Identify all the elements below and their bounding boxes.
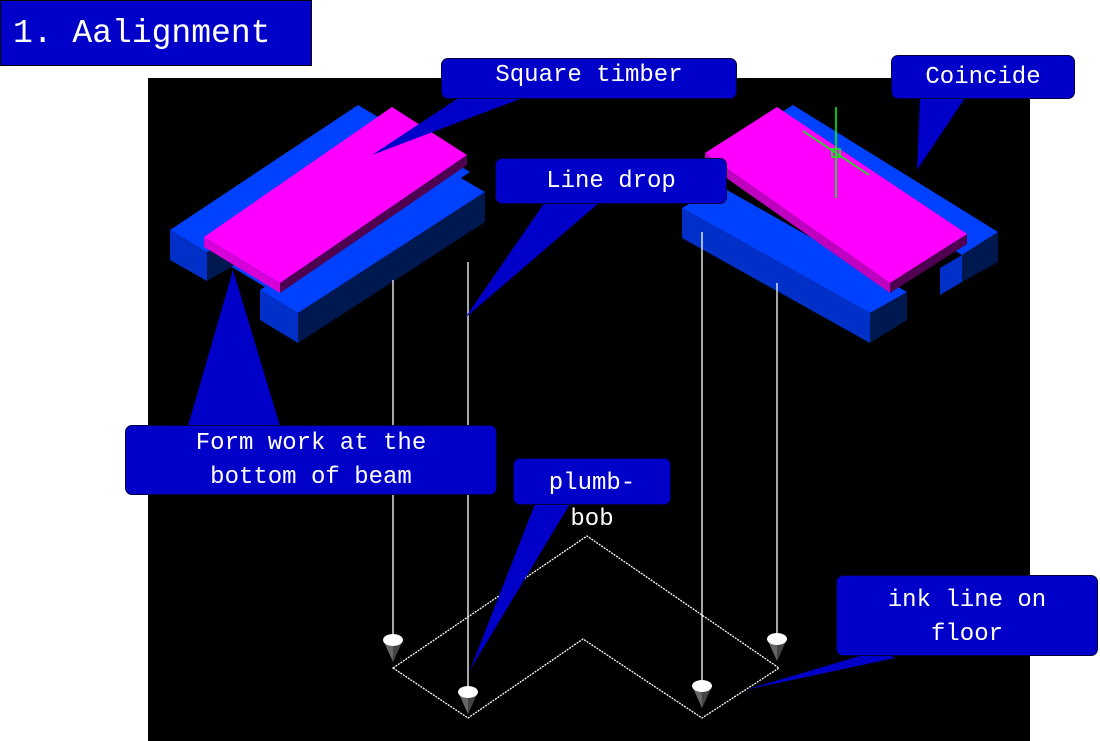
ink-line-outline — [391, 535, 781, 719]
right-beam-assembly — [682, 105, 998, 343]
left-front-beam — [260, 170, 485, 343]
callout-coincide: Coincide — [891, 55, 1075, 99]
plumb-bob-pointer — [470, 504, 570, 670]
plumb-bobs — [383, 633, 787, 714]
left-beam-assembly — [170, 105, 485, 343]
callout-ink-line: ink line on floor — [836, 575, 1098, 656]
coincide-pointer — [917, 98, 965, 170]
square-timber-pointer — [372, 97, 525, 155]
left-square-timber — [204, 107, 467, 293]
callout-text: Form work at the — [195, 430, 427, 457]
right-front-beam — [682, 186, 907, 343]
callout-plumb-bob: plumb- — [513, 458, 671, 505]
callout-text: bottom of beam — [210, 464, 412, 491]
plumb-bob-label-second-line: bob — [570, 506, 614, 533]
callout-formwork: Form work at the bottom of beam — [125, 425, 497, 495]
plumb-bob-icon — [383, 634, 403, 662]
formwork-pointer — [188, 270, 280, 426]
plumb-bob-icon — [458, 686, 478, 714]
callout-text: Coincide — [925, 64, 1041, 91]
callout-line-drop: Line drop — [495, 158, 727, 204]
plumb-bob-icon — [692, 680, 712, 708]
callout-text: Line drop — [546, 168, 676, 195]
plumb-bob-icon — [767, 633, 787, 661]
page-title: 1. Aalignment — [0, 0, 312, 66]
ink-line-pointer — [745, 650, 895, 690]
crosshair-marker — [802, 107, 870, 198]
line-drop-pointer — [465, 202, 600, 318]
callout-square-timber: Square timber — [441, 58, 737, 99]
callout-text: Square timber — [495, 62, 683, 89]
callout-pointers — [188, 97, 965, 690]
callout-text: floor — [930, 621, 1003, 648]
callout-text: plumb- — [548, 470, 636, 497]
callout-text: ink line on — [887, 587, 1047, 614]
